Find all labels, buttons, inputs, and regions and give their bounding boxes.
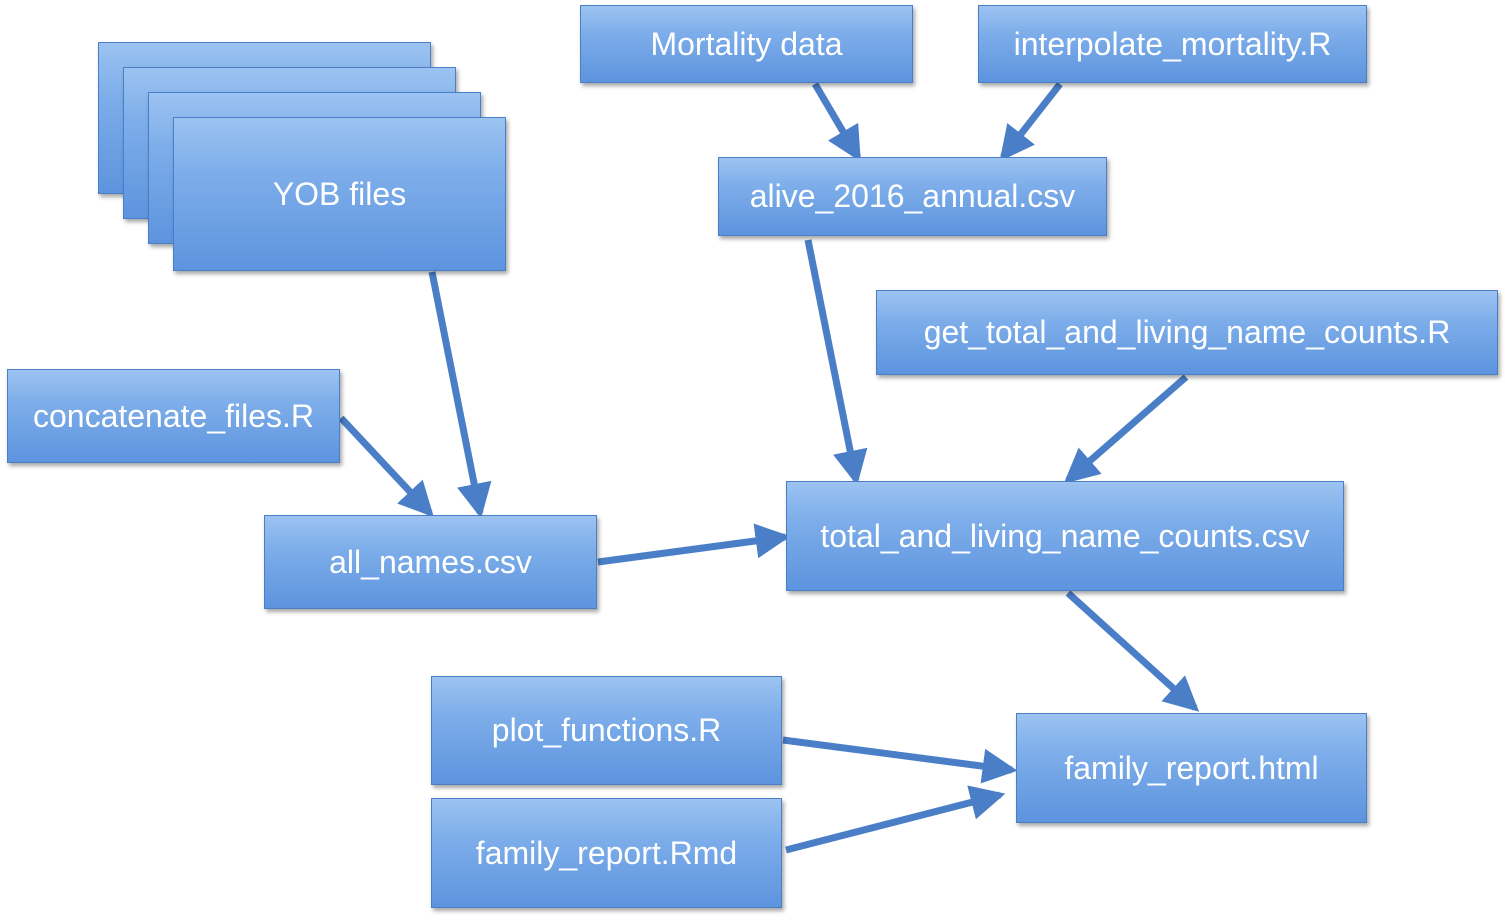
arrow-plotfunctions-to-report <box>782 736 1018 784</box>
node-interpolate-mortality: interpolate_mortality.R <box>978 5 1367 83</box>
arrow-yob-to-allnames <box>428 271 492 519</box>
arrow-mortality-to-alive <box>811 82 862 162</box>
node-yob-files-label: YOB files <box>272 175 407 212</box>
node-plot-functions: plot_functions.R <box>431 676 782 785</box>
arrow-alive-to-total <box>804 239 868 486</box>
node-get-total-and-living-label: get_total_and_living_name_counts.R <box>923 314 1451 350</box>
node-get-total-and-living: get_total_and_living_name_counts.R <box>876 290 1498 375</box>
node-family-report-rmd: family_report.Rmd <box>431 798 782 908</box>
node-concatenate-files-label: concatenate_files.R <box>32 397 315 434</box>
node-concatenate-files: concatenate_files.R <box>7 369 340 463</box>
node-family-report-html-label: family_report.html <box>1064 749 1319 786</box>
node-yob-files: YOB files <box>173 117 506 271</box>
node-mortality-data: Mortality data <box>580 5 913 83</box>
node-total-and-living: total_and_living_name_counts.csv <box>786 481 1344 591</box>
node-mortality-data-label: Mortality data <box>650 25 843 62</box>
node-total-and-living-label: total_and_living_name_counts.csv <box>820 517 1310 554</box>
arrow-interpolate-to-alive <box>999 81 1063 162</box>
node-interpolate-mortality-label: interpolate_mortality.R <box>1013 25 1332 62</box>
node-alive-2016-annual-label: alive_2016_annual.csv <box>749 178 1076 214</box>
node-all-names: all_names.csv <box>264 515 597 609</box>
arrow-gettotal-to-total <box>1063 374 1189 484</box>
node-family-report-rmd-label: family_report.Rmd <box>475 834 738 871</box>
node-family-report-html: family_report.html <box>1016 713 1367 823</box>
node-plot-functions-label: plot_functions.R <box>491 712 722 748</box>
arrow-rmd-to-report <box>785 785 1006 854</box>
node-alive-2016-annual: alive_2016_annual.csv <box>718 157 1107 236</box>
arrow-concatenate-to-allnames <box>338 415 434 518</box>
node-all-names-label: all_names.csv <box>329 543 532 580</box>
arrow-total-to-report <box>1065 590 1200 712</box>
arrow-allnames-to-total <box>597 523 791 566</box>
